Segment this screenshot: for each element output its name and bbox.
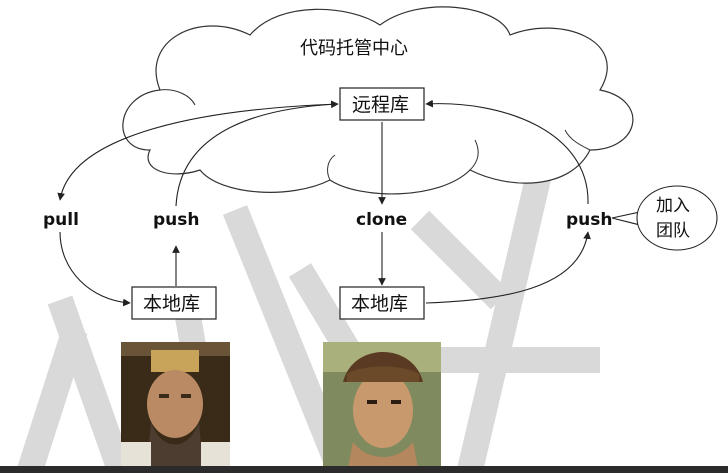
older-man-photo [121, 342, 230, 468]
callout-line2: 团队 [656, 221, 690, 241]
local-repo-left-label: 本地库 [143, 293, 200, 315]
older-man-portrait [121, 342, 230, 468]
callout-line1: 加入 [656, 196, 690, 216]
arrow-local-right-to-push [425, 231, 591, 304]
young-man-photo [323, 342, 441, 468]
arrow-push-right-to-remote [425, 99, 589, 205]
push-left-label: push [153, 210, 200, 230]
remote-repo-box [339, 87, 425, 121]
bottom-bar [0, 466, 728, 473]
callout-bubble [636, 185, 718, 251]
clone-label: clone [356, 210, 407, 230]
arrow-push-left-to-remote [175, 100, 339, 207]
arrow-pull-to-local-left [59, 231, 131, 307]
callout-pointer [611, 211, 645, 227]
remote-repo-label: 远程库 [352, 94, 409, 116]
arrow-remote-to-pull [57, 103, 339, 201]
local-repo-right-box [339, 286, 425, 320]
local-repo-right-label: 本地库 [351, 293, 408, 315]
push-right-label: push [566, 210, 613, 230]
young-man-portrait [323, 342, 441, 468]
pull-label: pull [43, 210, 79, 230]
local-repo-left-box [131, 286, 217, 320]
cloud-title: 代码托管中心 [300, 38, 408, 59]
watermark [17, 167, 600, 473]
